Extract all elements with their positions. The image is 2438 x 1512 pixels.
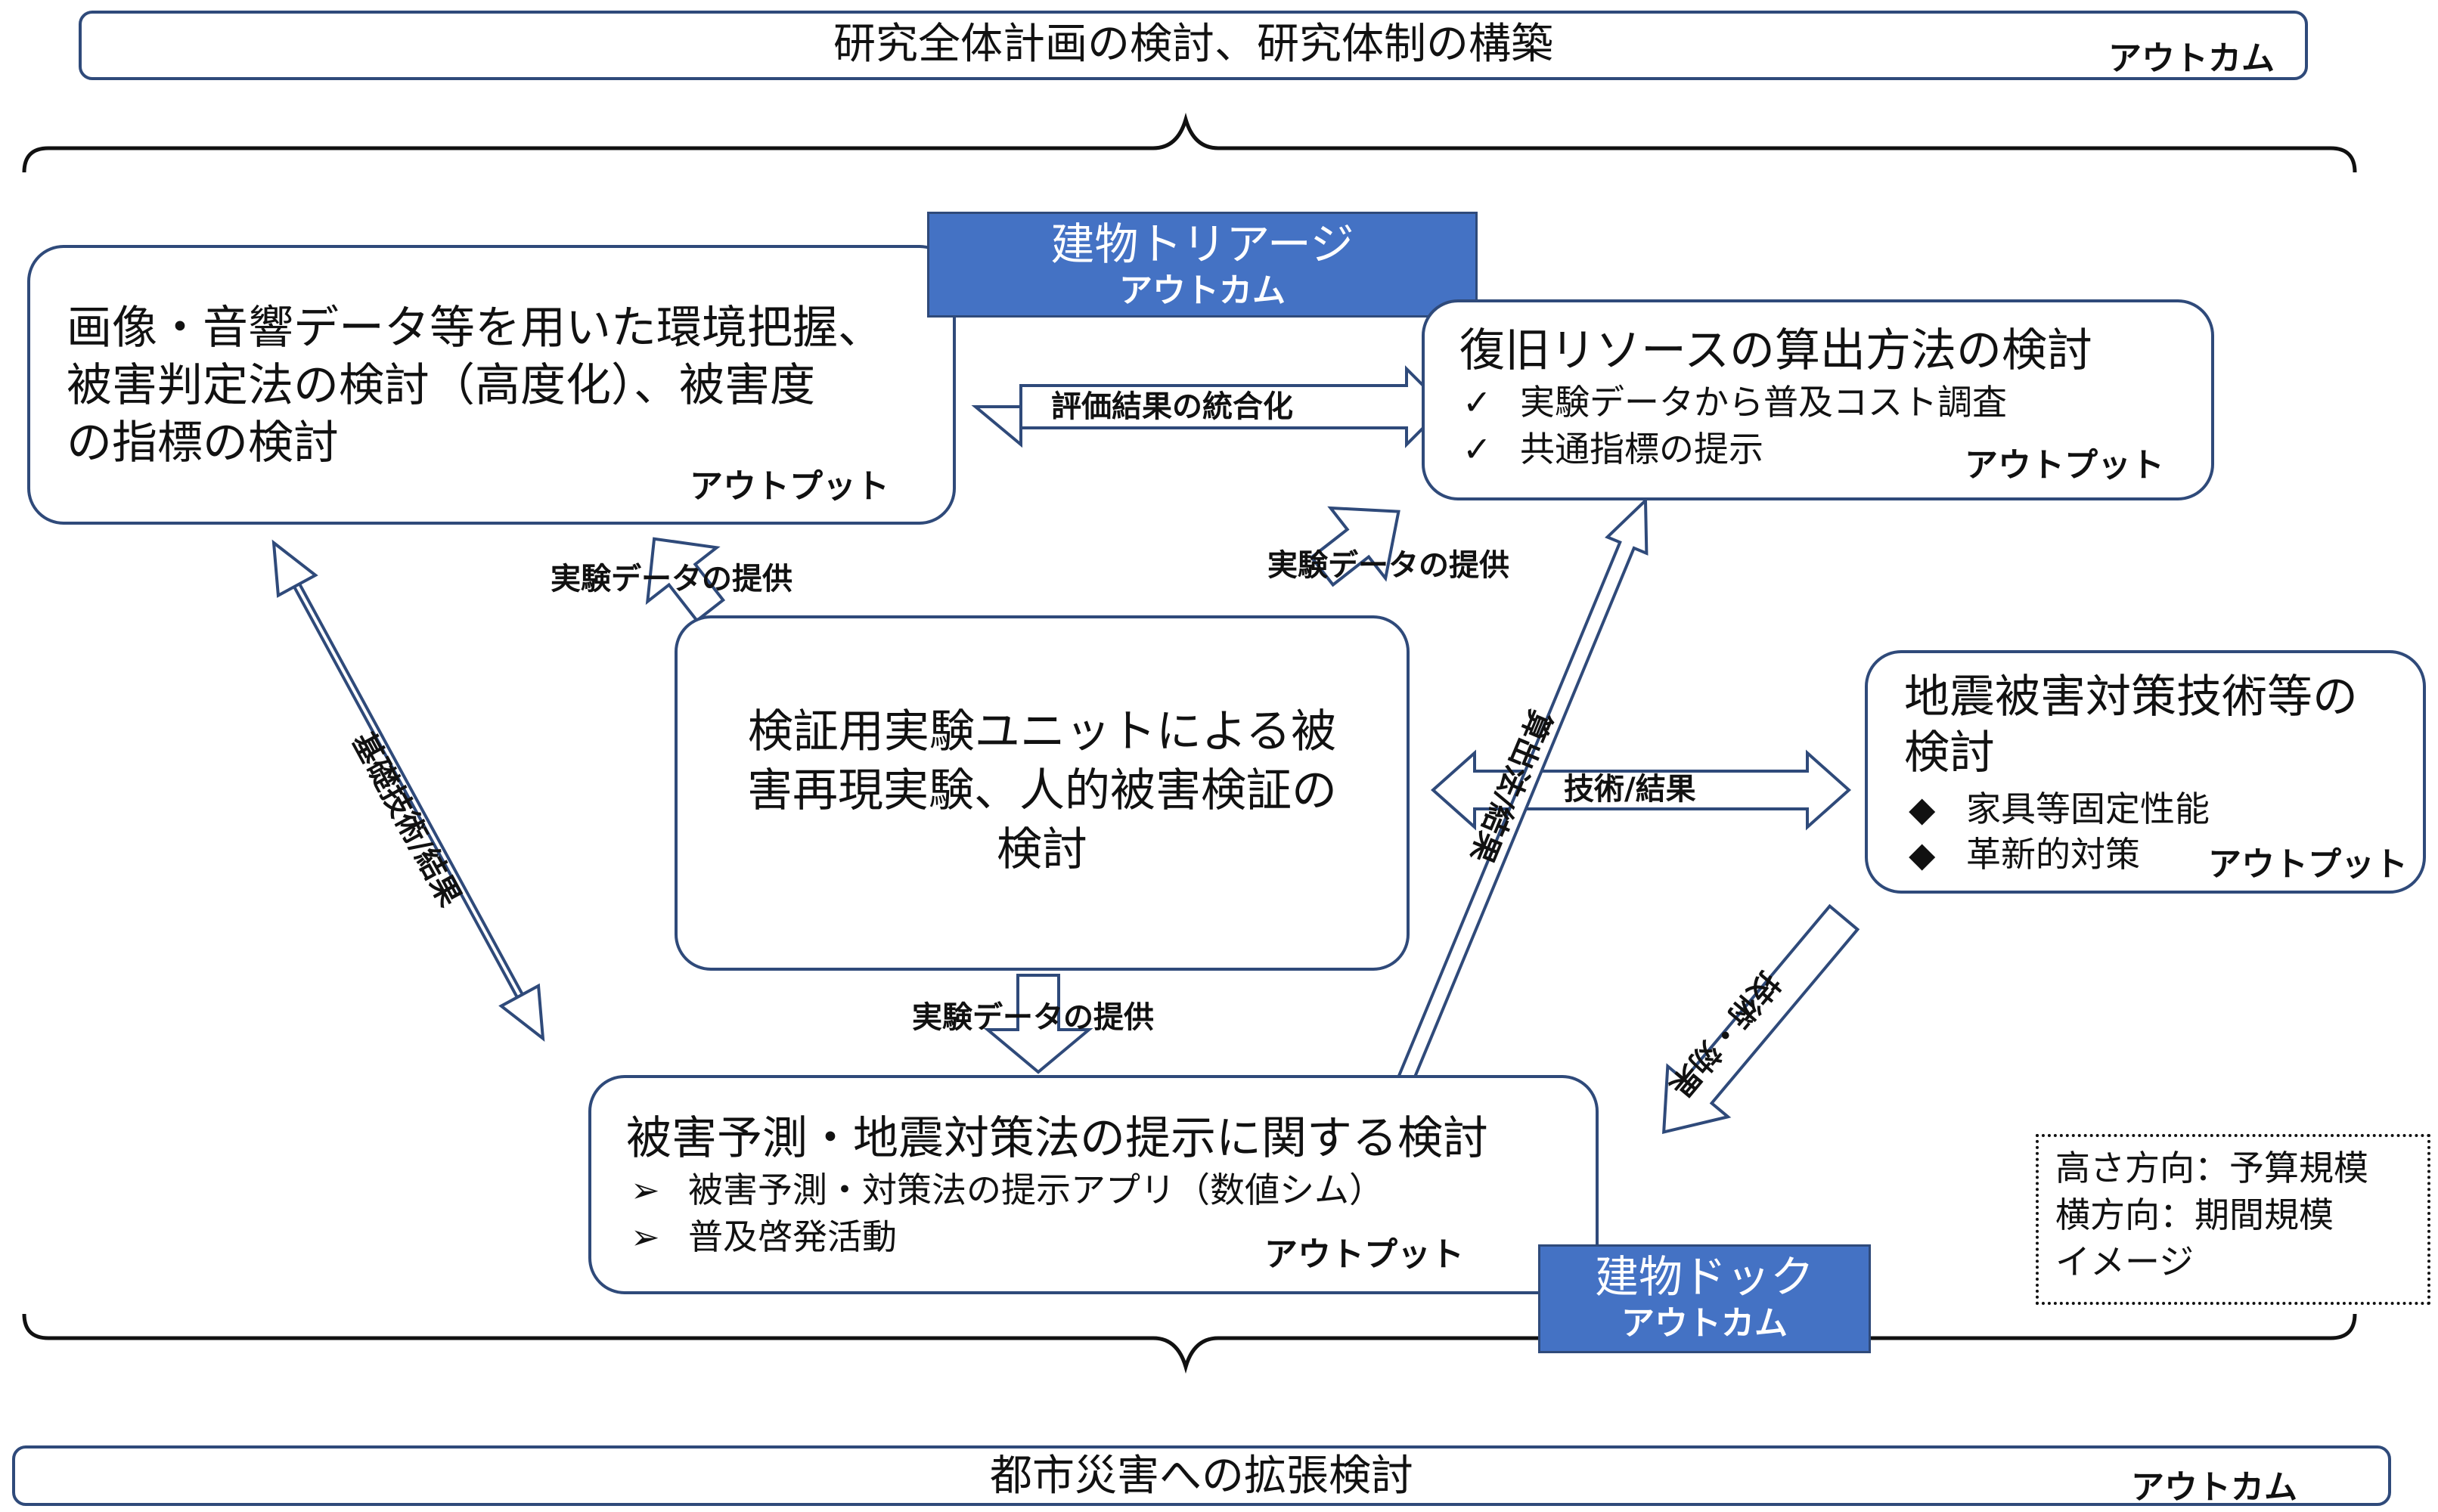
recovery-item-1-text: 実験データから普及コスト調査 xyxy=(1520,382,2007,423)
countermeasure-box: 地震被害対策技術等の 検討 ◆ 家具等固定性能 ◆ 革新的対策 アウトプット xyxy=(1865,650,2426,894)
recovery-item-2: ✓ 共通指標の提示 xyxy=(1462,426,1763,472)
integration-edge-label: 評価結果の統合化 xyxy=(1051,389,1293,424)
experiment-line-1: 検証用実験ユニットによる被 xyxy=(747,705,1337,758)
legend-line-1: 高さ方向：予算規模 xyxy=(2055,1148,2368,1188)
experiment-line-3: 検討 xyxy=(997,823,1087,876)
legend-line-2: 横方向：期間規模 xyxy=(2055,1194,2334,1235)
data-down-arrow xyxy=(983,974,1093,1074)
dock-outcome-tag: アウトカム xyxy=(1621,1304,1788,1343)
check-icon: ✓ xyxy=(1462,429,1492,469)
recovery-title: 復旧リソースの算出方法の検討 xyxy=(1459,324,2092,377)
countermeasure-item-2-text: 革新的対策 xyxy=(1966,834,2140,875)
top-banner: 研究全体計画の検討、研究体制の構築 アウトカム xyxy=(79,11,2308,80)
damage-prediction-box: 被害予測・地震対策法の提示に関する検討 ➢ 被害予測・対策法の提示アプリ（数値シム… xyxy=(588,1075,1599,1294)
tech-result-edge-label: 技術/結果 xyxy=(1564,772,1696,807)
countermeasure-item-2: ◆ 革新的対策 xyxy=(1909,832,2140,877)
environment-line-1: 画像・音響データ等を用いた環境把握、 xyxy=(67,302,883,355)
diamond-icon: ◆ xyxy=(1909,834,1936,875)
environment-line-3: の指標の検討 xyxy=(67,417,339,469)
recovery-resource-box: 復旧リソースの算出方法の検討 ✓実験データから普及コスト調査 ✓共通指標の提示 … xyxy=(1422,299,2214,500)
countermeasure-output-tag: アウトプット xyxy=(2208,845,2408,884)
check-icon: ✓ xyxy=(1462,382,1492,423)
bottom-banner-title: 都市災害への拡張検討 xyxy=(990,1452,1413,1501)
data-right-edge-label: 実験データの提供 xyxy=(1267,548,1509,583)
prediction-item-2-text: 普及啓発活動 xyxy=(688,1216,897,1257)
bottom-banner-outcome-tag: アウトカム xyxy=(2131,1468,2297,1507)
prediction-item-2: ➢ 普及啓発活動 xyxy=(631,1214,897,1259)
prediction-item-1: ➢ 被害予測・対策法の提示アプリ（数値シム） xyxy=(631,1167,1384,1213)
top-brace xyxy=(22,113,2357,173)
environment-line-2: 被害判定法の検討（高度化）、被害度 xyxy=(67,359,815,412)
experiment-unit-box: 検証用実験ユニットによる被 害再現実験、人的被害検証の 検討 xyxy=(675,615,1410,971)
dock-title: 建物ドック xyxy=(1594,1251,1814,1303)
arrowhead-icon: ➢ xyxy=(631,1216,660,1257)
countermeasure-item-1: ◆ 家具等固定性能 xyxy=(1909,786,2210,832)
data-right-arrow xyxy=(1309,506,1400,587)
recovery-output-tag: アウトプット xyxy=(1965,446,2164,485)
countermeasure-item-1-text: 家具等固定性能 xyxy=(1966,789,2210,829)
diamond-icon: ◆ xyxy=(1909,789,1936,829)
prediction-item-1-text: 被害予測・対策法の提示アプリ（数値シム） xyxy=(688,1170,1384,1210)
triage-outcome-tag: アウトカム xyxy=(1119,271,1286,310)
top-banner-title: 研究全体計画の検討、研究体制の構築 xyxy=(833,20,1553,69)
data-left-edge-label: 実験データの提供 xyxy=(551,562,793,596)
prediction-title: 被害予測・地震対策法の提示に関する検討 xyxy=(626,1112,1488,1165)
data-left-arrow xyxy=(645,537,726,623)
arrowhead-icon: ➢ xyxy=(631,1170,660,1210)
building-triage-label: 建物トリアージ アウトカム xyxy=(927,212,1478,318)
experiment-line-2: 害再現実験、人的被害検証の xyxy=(747,764,1337,817)
building-dock-label: 建物ドック アウトカム xyxy=(1538,1244,1871,1353)
tech-effect-arrow xyxy=(1662,903,1860,1135)
environment-output-tag: アウトプット xyxy=(690,467,889,506)
bottom-brace xyxy=(22,1313,2357,1374)
legend-line-3: イメージ xyxy=(2055,1241,2195,1282)
countermeasure-line-2: 検討 xyxy=(1904,727,1995,779)
legend-box: 高さ方向：予算規模 横方向：期間規模 イメージ xyxy=(2036,1134,2430,1305)
data-down-edge-label: 実験データの提供 xyxy=(912,1000,1154,1035)
top-banner-outcome-tag: アウトカム xyxy=(2108,39,2275,78)
recovery-item-2-text: 共通指標の提示 xyxy=(1520,429,1763,469)
countermeasure-line-1: 地震被害対策技術等の xyxy=(1904,671,2358,723)
prediction-output-tag: アウトプット xyxy=(1264,1235,1464,1274)
basic-tech-double-arrow xyxy=(271,539,545,1042)
triage-title: 建物トリアージ xyxy=(1050,218,1354,270)
environment-assessment-box: 画像・音響データ等を用いた環境把握、 被害判定法の検討（高度化）、被害度 の指標… xyxy=(27,245,956,525)
recovery-item-1: ✓ 実験データから普及コスト調査 xyxy=(1462,380,2007,425)
bottom-banner: 都市災害への拡張検討 アウトカム xyxy=(12,1445,2391,1507)
